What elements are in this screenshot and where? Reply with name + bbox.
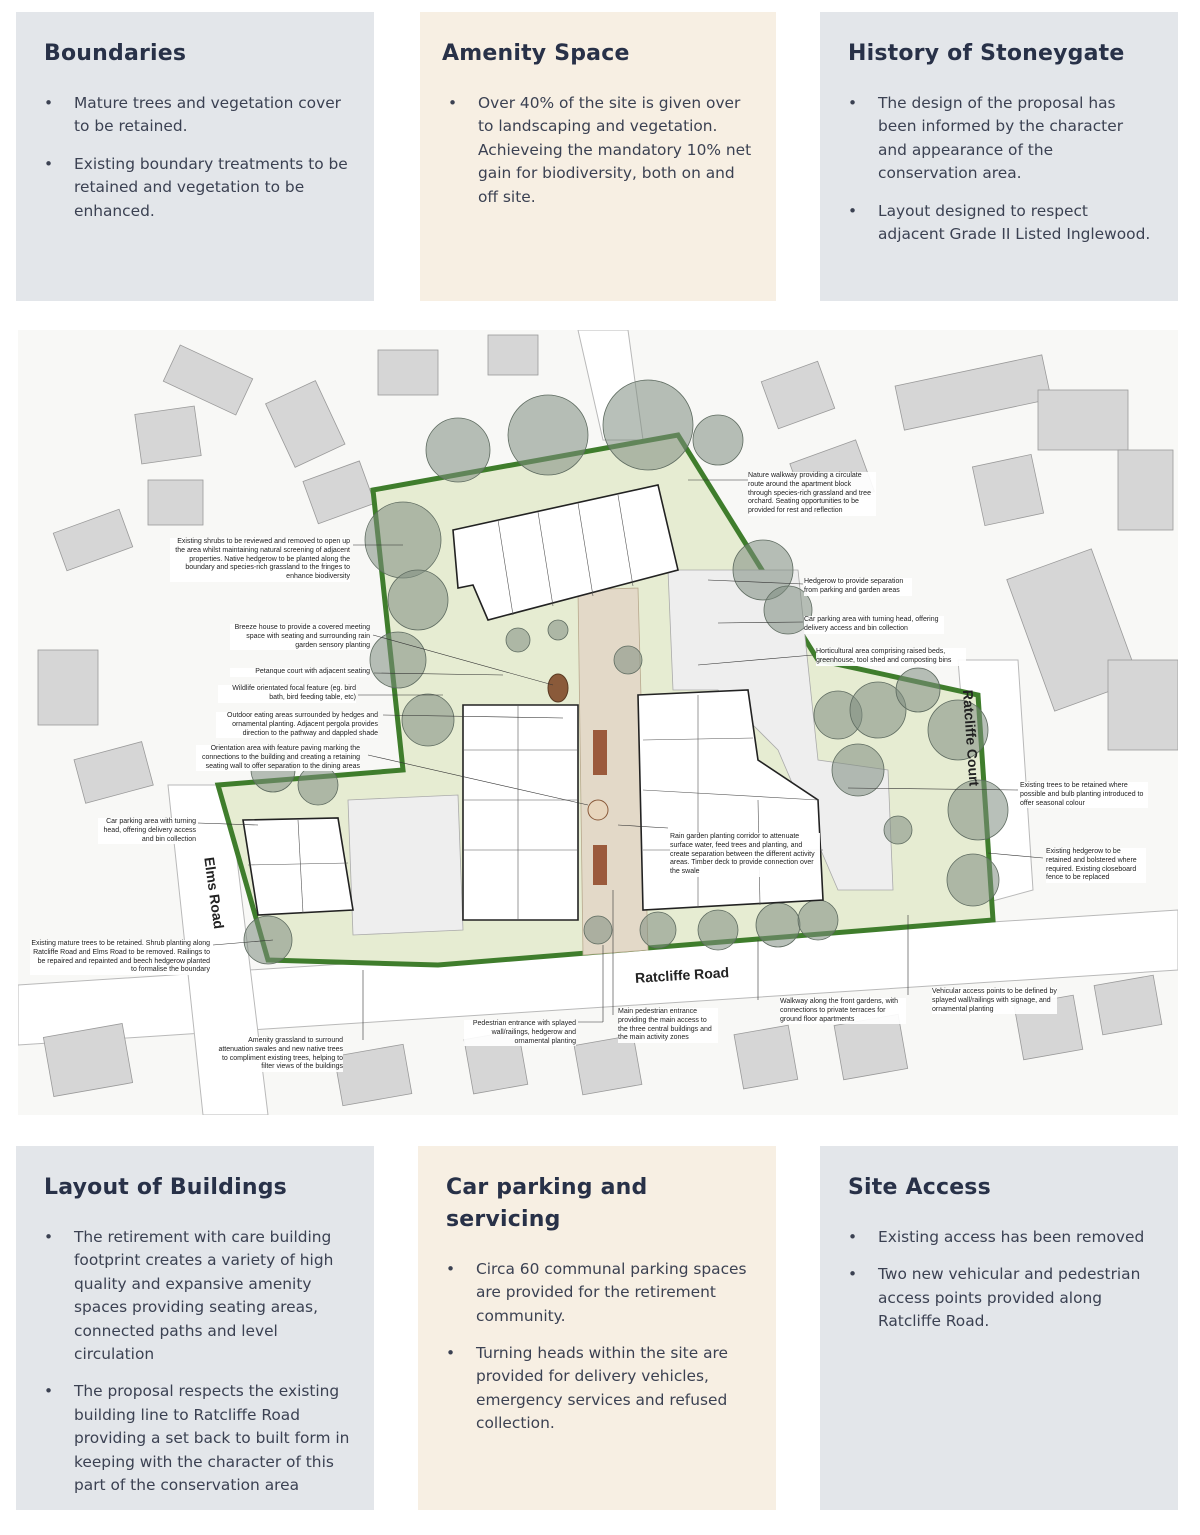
parking-panel: Car parking and servicing Circa 60 commu… <box>418 1146 776 1510</box>
building-internal-lines <box>247 494 823 920</box>
amenity-list: Over 40% of the site is given over to la… <box>448 92 752 209</box>
note-main-entrance: Main pedestrian entrance providing the m… <box>618 1008 718 1043</box>
amenity-panel: Amenity Space Over 40% of the site is gi… <box>420 12 776 301</box>
parking-bullet: Circa 60 communal parking spaces are pro… <box>446 1258 752 1328</box>
note-orientation: Orientation area with feature paving mar… <box>196 745 360 772</box>
tree-canopies <box>243 379 1009 965</box>
left-carpark <box>347 794 464 936</box>
history-bullet: Layout designed to respect adjacent Grad… <box>848 200 1154 247</box>
parking-list: Circa 60 communal parking spaces are pro… <box>446 1258 752 1436</box>
note-vehicular-access: Vehicular access points to be defined by… <box>932 988 1057 1015</box>
boundaries-list: Mature trees and vegetation cover to be … <box>44 92 350 223</box>
right-carpark <box>667 569 894 891</box>
boundaries-title: Boundaries <box>44 41 187 66</box>
access-bullet: Existing access has been removed <box>848 1226 1154 1250</box>
note-breeze-house: Breeze house to provide a covered meetin… <box>230 624 370 651</box>
boundaries-bullet: Existing boundary treatments to be retai… <box>44 153 350 223</box>
annotation-leader-lines <box>197 479 1044 1040</box>
note-rain-garden: Rain garden planting corridor to attenua… <box>670 833 820 877</box>
note-pedestrian-entrance: Pedestrian entrance with splayed wall/ra… <box>464 1020 576 1047</box>
history-title: History of Stoneygate <box>848 41 1125 66</box>
layout-bullet: The retirement with care building footpr… <box>44 1226 350 1366</box>
amenity-title: Amenity Space <box>442 41 630 66</box>
layout-title: Layout of Buildings <box>44 1175 287 1200</box>
orientation-feature <box>587 799 609 821</box>
west-building <box>242 817 354 916</box>
breeze-house <box>547 673 569 703</box>
central-building <box>462 704 579 921</box>
note-hedgerow-retained: Existing hedgerow to be retained and bol… <box>1046 848 1146 883</box>
parking-title: Car parking and servicing <box>446 1175 648 1232</box>
note-shrubs: Existing shrubs to be reviewed and remov… <box>170 538 350 582</box>
layout-bullet: The proposal respects the existing build… <box>44 1380 350 1497</box>
pergola <box>593 730 607 775</box>
parking-bullet: Turning heads within the site are provid… <box>446 1342 752 1436</box>
history-bullet: The design of the proposal has been info… <box>848 92 1154 186</box>
boundaries-panel: Boundaries Mature trees and vegetation c… <box>16 12 374 301</box>
note-hedgerow-separation: Hedgerow to provide separation from park… <box>804 578 912 596</box>
history-list: The design of the proposal has been info… <box>848 92 1154 246</box>
note-nature-walkway: Nature walkway providing a circulate rou… <box>748 472 876 516</box>
note-carpark-right: Car parking area with turning head, offe… <box>804 616 944 634</box>
note-amenity-grassland: Amenity grassland to surround attenuatio… <box>218 1037 343 1072</box>
note-carpark-left: Car parking area with turning head, offe… <box>98 818 196 845</box>
note-walkway-front: Walkway along the front gardens, with co… <box>780 998 906 1025</box>
access-title: Site Access <box>848 1175 991 1200</box>
timber-deck <box>593 845 607 885</box>
note-mature-trees: Existing mature trees to be retained. Sh… <box>30 940 210 975</box>
note-horticultural: Horticultural area comprising raised bed… <box>816 648 966 666</box>
elms-road-surface <box>167 784 269 1115</box>
note-petanque: Petanque court with adjacent seating <box>230 668 370 677</box>
note-trees-retained: Existing trees to be retained where poss… <box>1020 782 1148 809</box>
layout-list: The retirement with care building footpr… <box>44 1226 350 1497</box>
site-plan: Ratcliffe Road Ratcliffe Court Elms Road… <box>18 330 1178 1115</box>
note-wildlife: Wildlife orientated focal feature (eg. b… <box>218 685 356 703</box>
layout-panel: Layout of Buildings The retirement with … <box>16 1146 374 1510</box>
access-list: Existing access has been removed Two new… <box>848 1226 1154 1334</box>
boundaries-bullet: Mature trees and vegetation cover to be … <box>44 92 350 139</box>
note-outdoor-eating: Outdoor eating areas surrounded by hedge… <box>216 712 378 739</box>
access-panel: Site Access Existing access has been rem… <box>820 1146 1178 1510</box>
history-panel: History of Stoneygate The design of the … <box>820 12 1178 301</box>
access-bullet: Two new vehicular and pedestrian access … <box>848 1263 1154 1333</box>
amenity-bullet: Over 40% of the site is given over to la… <box>448 92 752 209</box>
site-plan-drawing <box>18 330 1178 1115</box>
